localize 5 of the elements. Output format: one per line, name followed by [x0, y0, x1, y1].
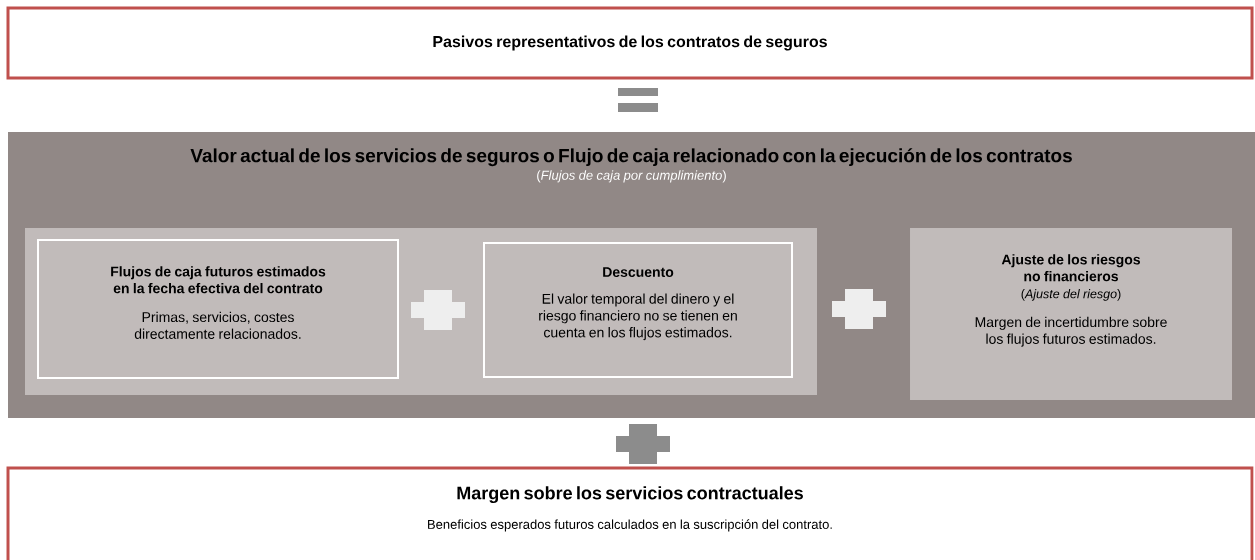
result-box: Pasivos representativos de los contratos de seguros — [6, 6, 1254, 80]
margin-box: Margen sobre los servicios contractuales Beneficios esperados futuros calculados en la suscripción del contrato. — [6, 466, 1254, 560]
component-box: Ajuste de los riesgos no financieros (Ajuste del riesgo) Margen de incertidumbre sobre los flujos futuros estimados. — [910, 228, 1232, 400]
component-box: Flujos de caja futuros estimados en la fecha efectiva del contrato Primas, servicios, costes directamente relacionados. — [37, 239, 399, 379]
component-box: Descuento El valor temporal del dinero y el riesgo financiero no se tienen en cuenta en los flujos estimados. — [483, 242, 793, 378]
